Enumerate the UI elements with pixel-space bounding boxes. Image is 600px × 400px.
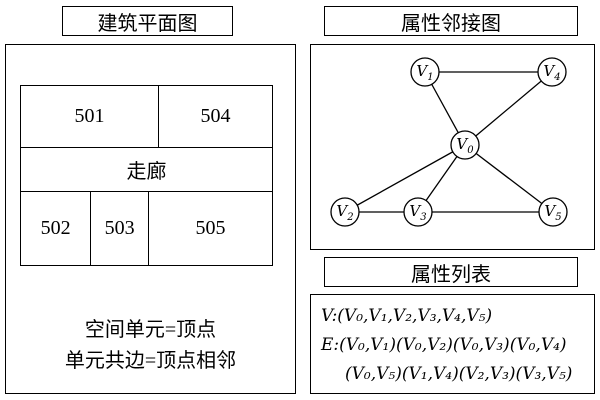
floorplan-title-box: 建筑平面图 [62,6,233,36]
floorplan-row-top: 501 504 [21,86,272,148]
attribute-list-title: 属性列表 [411,263,491,286]
vertex-list-line: V:(V₀,V₁,V₂,V₃,V₄,V₅) [321,306,493,326]
adjacency-title-box: 属性邻接图 [324,6,578,36]
floorplan-panel: 501 504 走廊 502 503 505 空间单元=顶点 单元共边=顶点相邻 [5,44,296,394]
room-504: 504 [200,105,231,127]
room-502: 502 [21,192,92,265]
graph-node-label-V3: V3 [409,202,426,223]
edge-list-line-2: (V₀,V₅)(V₁,V₄)(V₂,V₃)(V₃,V₅) [345,364,573,384]
room-503: 503 [91,192,149,265]
floorplan-caption: 空间单元=顶点 单元共边=顶点相邻 [6,315,295,377]
adjacency-title: 属性邻接图 [401,12,501,35]
graph-edge-V0-V4 [464,71,553,146]
graph-node-label-V1: V1 [416,62,433,83]
room-501: 501 [21,86,160,147]
caption-line1: 空间单元=顶点 [84,319,217,341]
graph-node-V3 [403,197,433,227]
floorplan-row-corridor: 走廊 [21,148,272,192]
graph-node-label-V4: V4 [543,62,560,83]
room-505: 505 [195,217,226,239]
edge-list-line-1: E:(V₀,V₁)(V₀,V₂)(V₀,V₃)(V₀,V₄) [321,335,567,355]
room-corridor: 走廊 [126,161,167,183]
graph-node-label-V5: V5 [544,202,561,223]
graph-node-V5 [538,197,568,227]
graph-node-V4 [537,57,567,87]
graph-edge-V0-V2 [344,144,466,213]
attribute-list-box: V:(V₀,V₁,V₂,V₃,V₄,V₅) E:(V₀,V₁)(V₀,V₂)(V… [310,294,595,394]
caption-line2: 单元共边=顶点相邻 [64,350,237,372]
graph-node-label-V2: V2 [336,202,353,223]
floorplan-title: 建筑平面图 [97,12,198,35]
graph-node-V1 [410,57,440,87]
graph-edge-V0-V5 [464,144,554,213]
graph-node-label-V0: V0 [456,135,474,156]
floorplan: 501 504 走廊 502 503 505 [20,85,273,266]
graph-node-V2 [330,197,360,227]
attribute-list-title-box: 属性列表 [324,257,578,287]
floorplan-row-bottom: 502 503 505 [21,192,272,265]
graph-node-V0 [450,130,480,160]
